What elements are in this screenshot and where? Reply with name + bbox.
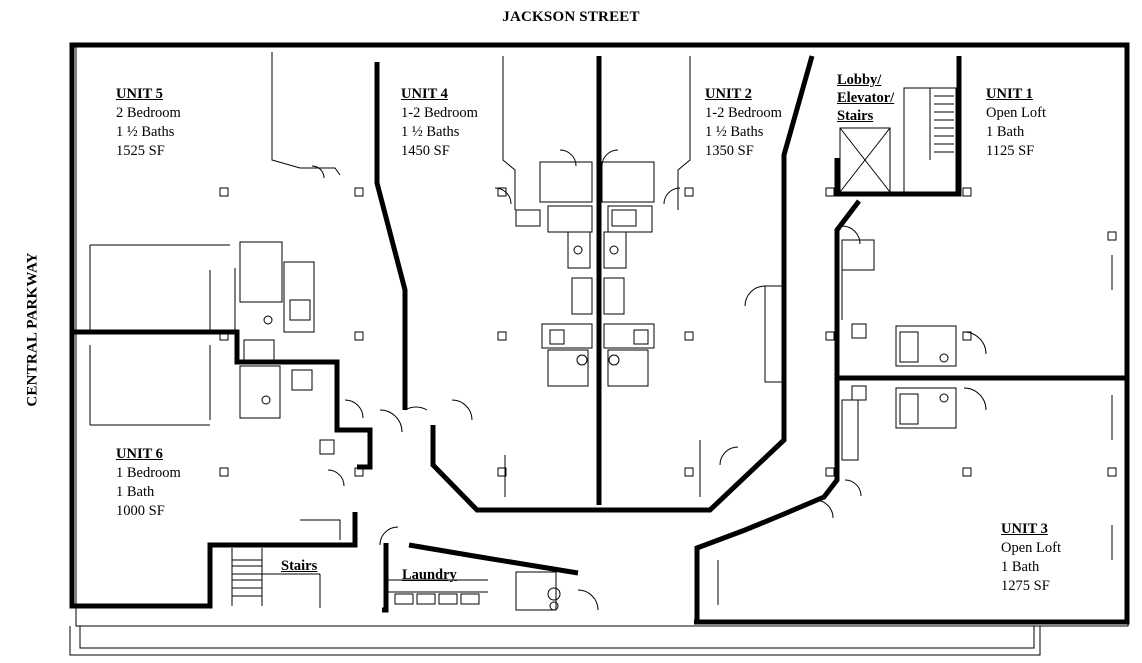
- unit-area: 1000 SF: [116, 503, 165, 519]
- unit-type: 2 Bedroom: [116, 105, 181, 121]
- stairs-line: Stairs: [837, 108, 874, 124]
- elevator-line: Elevator/: [837, 90, 895, 106]
- unit-name: UNIT 6: [116, 446, 163, 462]
- unit-6-label: UNIT 6 1 Bedroom 1 Bath 1000 SF: [116, 445, 181, 521]
- lobby-line: Lobby/: [837, 72, 882, 88]
- unit-area: 1275 SF: [1001, 578, 1050, 594]
- stairs-label: Stairs: [281, 558, 318, 574]
- street-label-jackson: JACKSON STREET: [502, 9, 640, 25]
- street-label-central-parkway: CENTRAL PARKWAY: [24, 252, 41, 407]
- unit-baths: 1 Bath: [1001, 559, 1040, 575]
- laundry-label: Laundry: [402, 567, 457, 583]
- fixtures: [243, 209, 949, 455]
- interior-walls: [89, 52, 1113, 611]
- unit-name: UNIT 2: [705, 86, 752, 102]
- unit-area: 1350 SF: [705, 143, 754, 159]
- unit-name: UNIT 3: [1001, 521, 1048, 537]
- unit-baths: 1 ½ Baths: [705, 124, 764, 140]
- unit-type: 1-2 Bedroom: [705, 105, 782, 121]
- unit-area: 1125 SF: [986, 143, 1035, 159]
- unit-name: UNIT 4: [401, 86, 448, 102]
- unit-name: UNIT 5: [116, 86, 163, 102]
- unit-area: 1525 SF: [116, 143, 165, 159]
- unit-baths: 1 ½ Baths: [401, 124, 460, 140]
- unit-2-label: UNIT 2 1-2 Bedroom 1 ½ Baths 1350 SF: [705, 85, 782, 161]
- unit-1-label: UNIT 1 Open Loft 1 Bath 1125 SF: [986, 85, 1046, 161]
- unit-type: 1 Bedroom: [116, 465, 181, 481]
- unit-area: 1450 SF: [401, 143, 450, 159]
- lobby-elevator-stairs-label: Lobby/ Elevator/ Stairs: [837, 71, 894, 125]
- unit-type: Open Loft: [1001, 540, 1061, 556]
- unit-baths: 1 ½ Baths: [116, 124, 175, 140]
- unit-type: Open Loft: [986, 105, 1046, 121]
- unit-name: UNIT 1: [986, 86, 1033, 102]
- unit-type: 1-2 Bedroom: [401, 105, 478, 121]
- demising-walls: [69, 42, 1130, 625]
- unit-5-label: UNIT 5 2 Bedroom 1 ½ Baths 1525 SF: [116, 85, 181, 161]
- unit-baths: 1 Bath: [986, 124, 1025, 140]
- door-swings: [311, 149, 987, 611]
- unit-4-label: UNIT 4 1-2 Bedroom 1 ½ Baths 1450 SF: [401, 85, 478, 161]
- columns: [219, 187, 1117, 477]
- unit-baths: 1 Bath: [116, 484, 155, 500]
- unit-3-label: UNIT 3 Open Loft 1 Bath 1275 SF: [1001, 520, 1061, 596]
